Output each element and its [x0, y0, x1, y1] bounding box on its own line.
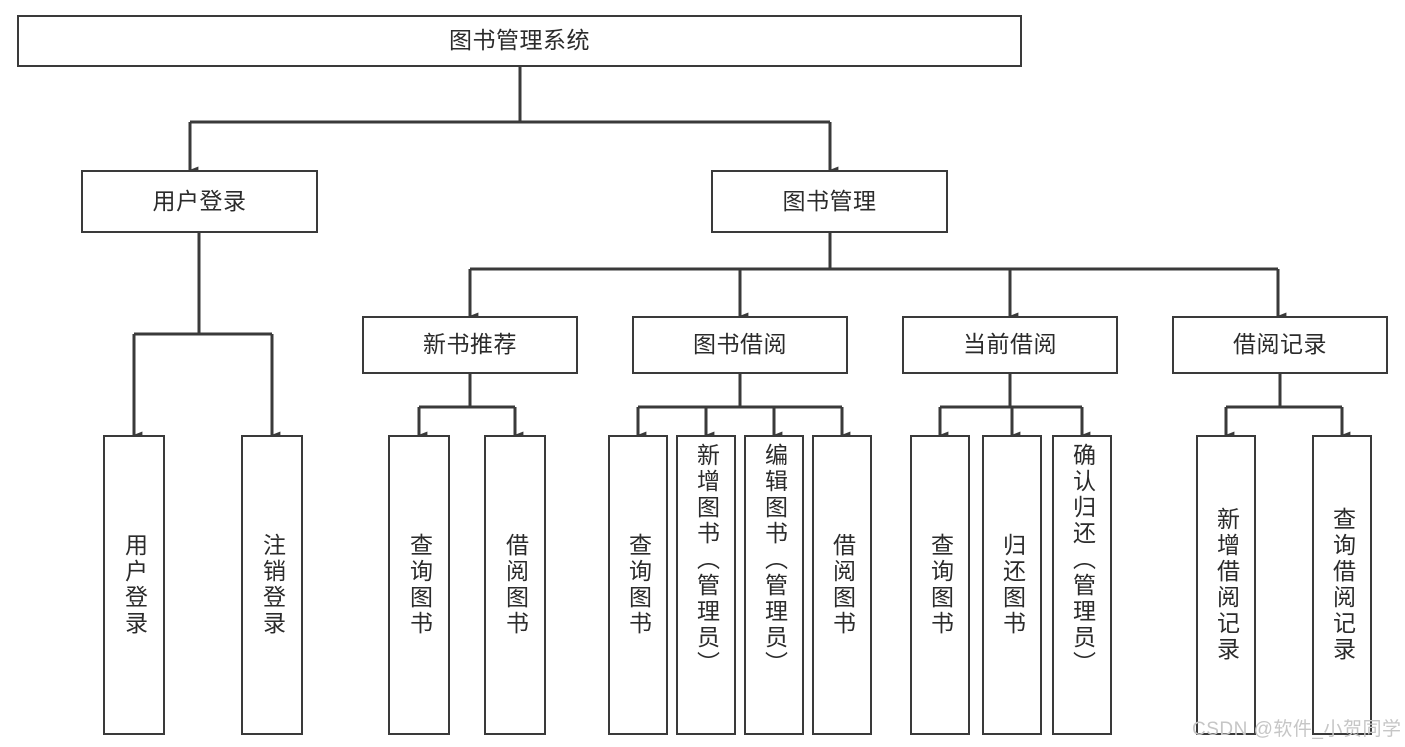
node-label: 编辑图书（管理员） — [761, 443, 788, 677]
node-book-borrow[interactable]: 图书借阅 — [632, 316, 848, 374]
node-leaf-add-book-admin[interactable]: 新增图书（管理员） — [676, 435, 736, 735]
node-leaf-user-login[interactable]: 用户登录 — [103, 435, 165, 735]
node-label: 归还图书 — [999, 533, 1026, 637]
node-borrow-record[interactable]: 借阅记录 — [1172, 316, 1388, 374]
node-label: 借阅图书 — [829, 533, 856, 637]
node-leaf-query-book-borrow[interactable]: 查询图书 — [608, 435, 668, 735]
node-label: 借阅图书 — [502, 533, 529, 637]
node-user-login[interactable]: 用户登录 — [81, 170, 318, 233]
node-leaf-borrow-book-recommend[interactable]: 借阅图书 — [484, 435, 546, 735]
node-new-book-recommend[interactable]: 新书推荐 — [362, 316, 578, 374]
node-leaf-query-borrow-record[interactable]: 查询借阅记录 — [1312, 435, 1372, 735]
node-root[interactable]: 图书管理系统 — [17, 15, 1022, 67]
node-label: 当前借阅 — [963, 331, 1057, 358]
node-label: 图书管理系统 — [449, 27, 590, 54]
node-label: 新增图书（管理员） — [693, 443, 720, 677]
node-label: 图书管理 — [782, 187, 877, 214]
node-leaf-query-book-current[interactable]: 查询图书 — [910, 435, 970, 735]
node-label: 借阅记录 — [1233, 331, 1327, 358]
node-label: 新书推荐 — [423, 331, 517, 358]
node-leaf-user-logout[interactable]: 注销登录 — [241, 435, 303, 735]
node-label: 确认归还（管理员） — [1069, 443, 1096, 677]
node-leaf-confirm-return-admin[interactable]: 确认归还（管理员） — [1052, 435, 1112, 735]
node-label: 查询图书 — [625, 533, 652, 637]
node-leaf-edit-book-admin[interactable]: 编辑图书（管理员） — [744, 435, 804, 735]
node-leaf-query-book-recommend[interactable]: 查询图书 — [388, 435, 450, 735]
node-label: 新增借阅记录 — [1213, 507, 1240, 663]
node-leaf-add-borrow-record[interactable]: 新增借阅记录 — [1196, 435, 1256, 735]
node-label: 查询借阅记录 — [1329, 507, 1356, 663]
node-label: 查询图书 — [927, 533, 954, 637]
node-label: 图书借阅 — [693, 331, 787, 358]
node-current-borrow[interactable]: 当前借阅 — [902, 316, 1118, 374]
node-leaf-return-book[interactable]: 归还图书 — [982, 435, 1042, 735]
node-book-manage[interactable]: 图书管理 — [711, 170, 948, 233]
node-label: 注销登录 — [259, 533, 286, 637]
node-label: 用户登录 — [121, 533, 148, 637]
node-label: 查询图书 — [406, 533, 433, 637]
node-label: 用户登录 — [152, 187, 247, 214]
node-leaf-borrow-book[interactable]: 借阅图书 — [812, 435, 872, 735]
csdn-watermark: CSDN @软件_小贺同学 — [1192, 719, 1402, 740]
